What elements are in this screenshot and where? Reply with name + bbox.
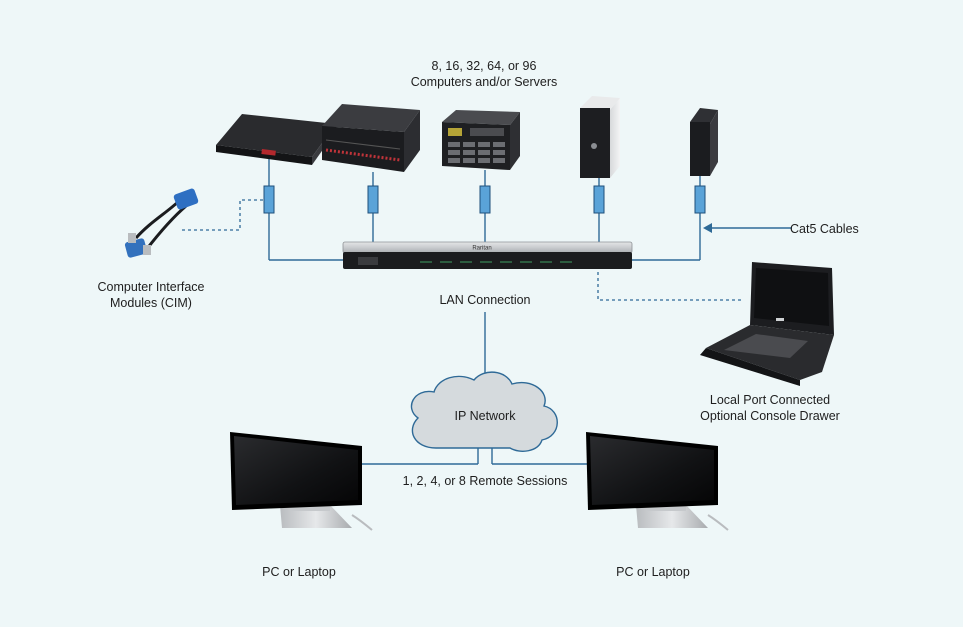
connector-4 [593,185,605,214]
cat5-arrowhead [703,223,712,233]
dashed-links [182,199,742,301]
connector-3 [479,185,491,214]
rack-server-1u [216,114,336,165]
network-label: IP Network [454,409,516,423]
rack-server-4u [322,104,420,172]
cim-label-line-2: Modules (CIM) [110,296,192,310]
sessions-label: 1, 2, 4, or 8 Remote Sessions [402,474,568,488]
servers-label-line-2: Computers and/or Servers [410,75,558,89]
ip-network-cloud [410,371,558,452]
cat5-connectors [263,185,706,214]
console-label: Local Port Connected Optional Console Dr… [690,392,850,424]
cim-dashed-link [182,199,264,231]
console-label-line-1: Local Port Connected [709,393,831,407]
console-drawer [700,262,834,386]
console-label-line-2: Optional Console Drawer [700,409,840,423]
pc-monitor-left [230,432,373,531]
storage-server [442,110,520,170]
switch-brand: Raritan [472,246,491,252]
cat5-label: Cat5 Cables [790,222,859,236]
kvm-switch: Raritan [342,241,633,269]
cim-dongle [124,188,199,258]
console-dashed-link [597,260,742,301]
connector-5 [694,185,706,214]
tower-pc [580,96,620,178]
connector-2 [367,185,379,214]
pc-right-label: PC or Laptop [616,565,690,579]
pc-left-label: PC or Laptop [262,565,336,579]
connector-1 [263,185,275,214]
slim-tower-pc [690,108,718,176]
servers-label: 8, 16, 32, 64, or 96 Computers and/or Se… [384,58,584,90]
cim-label-line-1: Computer Interface [97,280,205,294]
servers-label-line-1: 8, 16, 32, 64, or 96 [431,59,537,73]
lan-label: LAN Connection [439,293,531,307]
cim-label: Computer Interface Modules (CIM) [86,279,216,311]
pc-monitor-right [586,432,729,531]
cable-lines [268,156,792,465]
